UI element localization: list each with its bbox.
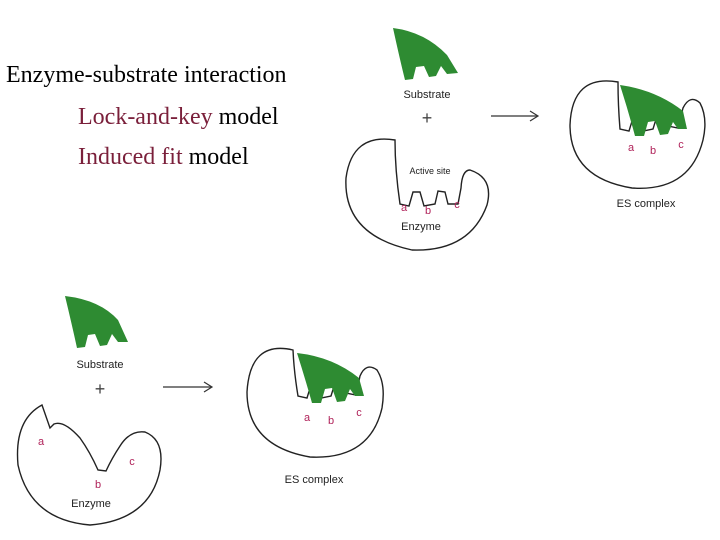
es-complex-substrate-1 bbox=[620, 85, 687, 136]
slide-title: Enzyme-substrate interaction bbox=[6, 61, 287, 89]
substrate-label-2: Substrate bbox=[76, 359, 123, 371]
title-line1: Enzyme-substrate interaction bbox=[6, 62, 287, 88]
lock-and-key-diagram: Substrate + Active site a b c Enzyme a b… bbox=[345, 28, 706, 251]
es2-site-a: a bbox=[304, 412, 311, 424]
es-complex-label-2: ES complex bbox=[285, 474, 344, 486]
lock-and-key-line: Lock-and-key model bbox=[78, 103, 279, 131]
es1-site-b: b bbox=[650, 145, 656, 157]
plus-sign-2: + bbox=[95, 379, 106, 399]
es2-site-b: b bbox=[328, 415, 334, 427]
induced-fit-term: Induced fit bbox=[78, 144, 183, 170]
induced-fit-suffix: model bbox=[182, 144, 249, 170]
lock-and-key-term: Lock-and-key bbox=[78, 104, 213, 130]
substrate-label-1: Substrate bbox=[403, 89, 450, 101]
enzyme1-site-b: b bbox=[425, 205, 431, 217]
es-complex-label-1: ES complex bbox=[617, 198, 676, 210]
enzyme-label-2: Enzyme bbox=[71, 498, 111, 510]
enzyme2-site-a: a bbox=[38, 436, 45, 448]
enzyme2-site-c: c bbox=[129, 456, 135, 468]
lock-and-key-suffix: model bbox=[212, 104, 279, 130]
active-site-label: Active site bbox=[409, 166, 450, 176]
substrate-shape-1 bbox=[393, 28, 458, 80]
arrow-head-2 bbox=[203, 381, 214, 393]
enzyme1-site-c: c bbox=[454, 199, 460, 211]
enzyme2-site-b: b bbox=[95, 479, 101, 491]
enzyme-label-1: Enzyme bbox=[401, 221, 441, 233]
plus-sign-1: + bbox=[422, 108, 433, 128]
es-complex-substrate-2 bbox=[297, 353, 364, 403]
enzyme-shape-2 bbox=[16, 403, 162, 526]
induced-fit-diagram: Substrate + a b c Enzyme a b c ES comple… bbox=[16, 296, 384, 526]
es1-site-a: a bbox=[628, 142, 635, 154]
substrate-shape-2 bbox=[65, 296, 128, 348]
es2-site-c: c bbox=[356, 407, 362, 419]
enzyme1-site-a: a bbox=[401, 202, 408, 214]
arrow-head-1 bbox=[529, 110, 540, 122]
es1-site-c: c bbox=[678, 139, 684, 151]
enzyme-shape-1 bbox=[345, 138, 490, 251]
induced-fit-line: Induced fit model bbox=[78, 143, 249, 171]
